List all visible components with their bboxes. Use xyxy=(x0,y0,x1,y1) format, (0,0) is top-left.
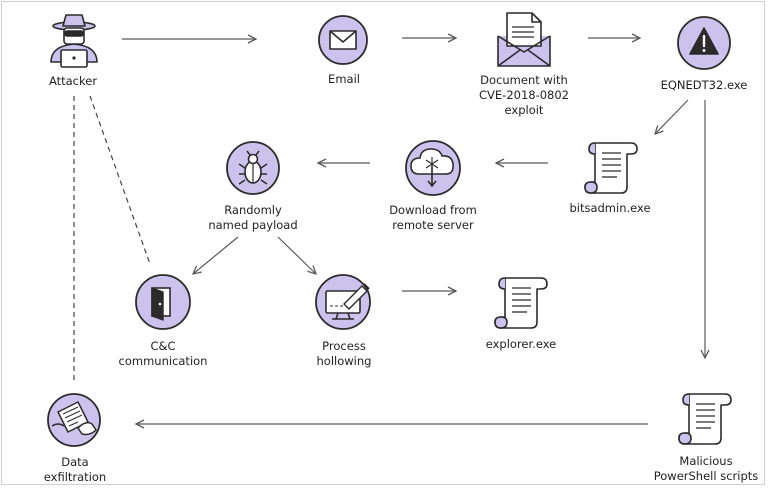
email-label: Email xyxy=(328,72,360,86)
scroll-icon xyxy=(494,277,548,329)
powershell-label: Malicious PowerShell scripts xyxy=(653,454,759,483)
arrow-payload-to-hollowing xyxy=(277,236,316,274)
bug-icon xyxy=(226,141,280,195)
explorer-label: explorer.exe xyxy=(485,337,557,351)
document-hand-icon xyxy=(47,393,101,447)
warning-icon xyxy=(677,16,731,70)
hacker-icon xyxy=(50,14,98,68)
scroll-icon xyxy=(584,142,638,194)
payload-label: Randomly named payload xyxy=(208,203,298,232)
cloud-download-icon xyxy=(405,140,461,196)
bitsadmin-label: bitsadmin.exe xyxy=(569,201,651,215)
dashed-attacker-to-cnc xyxy=(89,95,151,265)
envelope-icon xyxy=(318,15,368,65)
document-label: Document with CVE-2018-0802 exploit xyxy=(479,73,569,117)
scroll-icon xyxy=(678,393,732,445)
cnc-label: C&C communication xyxy=(118,339,208,368)
hollowing-label: Process hollowing xyxy=(316,339,372,368)
monitor-injection-icon xyxy=(315,274,371,330)
door-icon xyxy=(135,274,191,330)
attacker-label: Attacker xyxy=(48,74,98,88)
document-envelope-icon xyxy=(497,12,551,67)
arrow-eqnedt-to-bitsadmin xyxy=(655,99,689,134)
exfiltration-label: Data exfiltration xyxy=(43,455,107,484)
download-label: Download from remote server xyxy=(389,203,477,232)
arrow-payload-to-cnc xyxy=(193,236,239,274)
connectors xyxy=(73,38,705,424)
eqnedt-label: EQNEDT32.exe xyxy=(660,78,748,92)
